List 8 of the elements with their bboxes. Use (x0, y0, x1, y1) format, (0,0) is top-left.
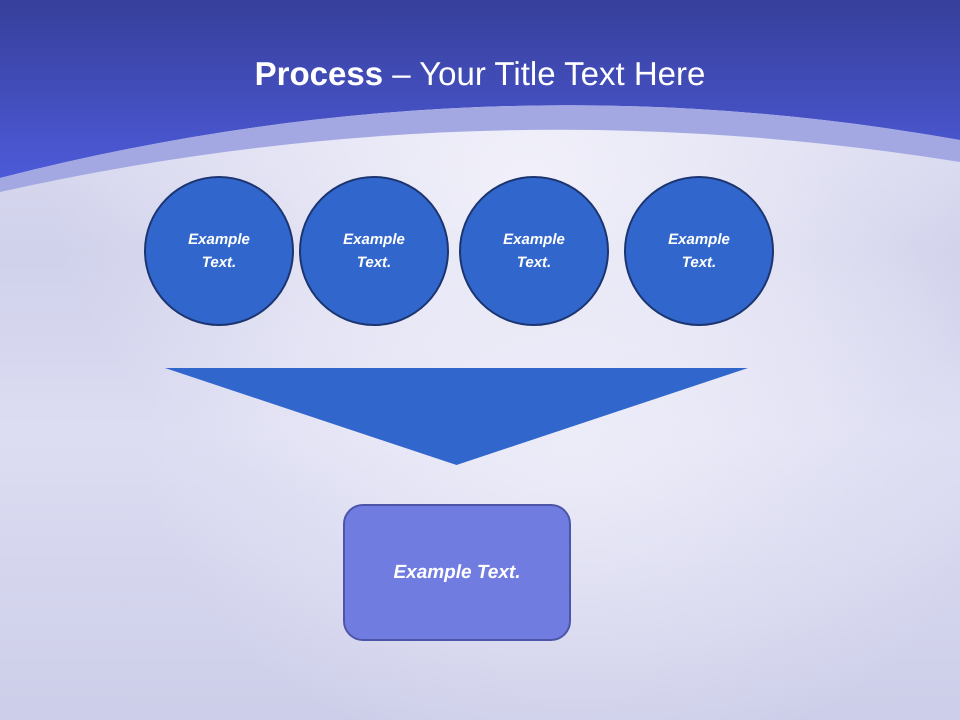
node-text: Example Text. (502, 230, 566, 273)
node-text: Example Text. (342, 230, 406, 273)
node-text: Example Text. (667, 230, 731, 273)
funnel-triangle (165, 368, 748, 465)
result-box (343, 504, 571, 641)
node-text: Example Text. (187, 230, 251, 273)
node-text: Example Text. (393, 560, 521, 584)
slide-title: Process – Your Title Text Here (254, 54, 706, 94)
